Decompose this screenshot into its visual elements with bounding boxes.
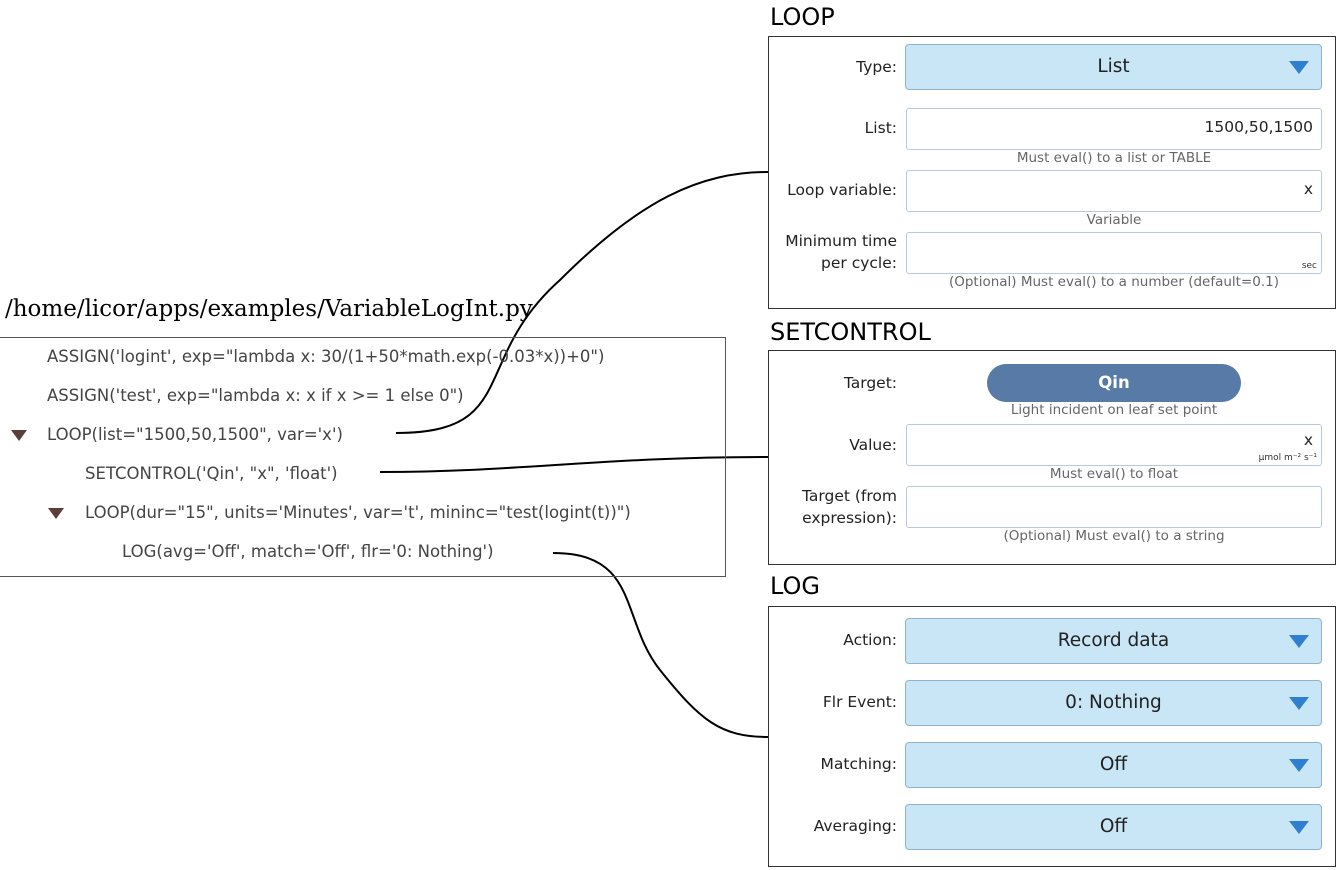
expr-label-line2: expression):: [802, 509, 897, 527]
dropdown-arrow-icon: [1289, 697, 1309, 710]
loop-variable-label: Loop variable:: [787, 181, 897, 199]
list-input[interactable]: 1500,50,1500: [906, 108, 1322, 150]
min-time-input[interactable]: sec: [906, 232, 1322, 274]
list-label: List:: [864, 119, 897, 137]
type-value: List: [1097, 56, 1130, 77]
value-value: x: [1303, 431, 1313, 449]
loop-panel: Type: List List: 1500,50,1500 Must eval(…: [768, 36, 1336, 309]
averaging-label: Averaging:: [813, 817, 897, 835]
matching-label: Matching:: [820, 755, 898, 773]
matching-dropdown[interactable]: Off: [905, 742, 1322, 788]
file-path: /home/licor/apps/examples/VariableLogInt…: [5, 296, 533, 322]
dropdown-arrow-icon: [1289, 821, 1309, 834]
program-line-loop-list[interactable]: LOOP(list="1500,50,1500", var='x'): [47, 425, 343, 444]
flr-event-value: 0: Nothing: [1065, 692, 1162, 713]
value-input[interactable]: x µmol m⁻² s⁻¹: [906, 424, 1322, 466]
flr-event-dropdown[interactable]: 0: Nothing: [905, 680, 1322, 726]
min-time-hint: (Optional) Must eval() to a number (defa…: [948, 274, 1280, 290]
action-dropdown[interactable]: Record data: [905, 618, 1322, 664]
dropdown-arrow-icon: [1289, 759, 1309, 772]
log-panel: Action: Record data Flr Event: 0: Nothin…: [768, 606, 1336, 867]
value-hint: Must eval() to float: [1049, 466, 1179, 482]
averaging-value: Off: [1099, 816, 1128, 837]
min-time-unit: sec: [1301, 261, 1317, 271]
loop-variable-value: x: [1303, 180, 1313, 198]
list-hint: Must eval() to a list or TABLE: [1016, 150, 1212, 166]
min-time-label-line1: Minimum time: [785, 232, 897, 250]
list-value: 1500,50,1500: [1204, 118, 1313, 136]
collapse-triangle-icon[interactable]: [48, 508, 64, 519]
type-dropdown[interactable]: List: [905, 44, 1322, 90]
dropdown-arrow-icon: [1289, 635, 1309, 648]
program-line-assign-test[interactable]: ASSIGN('test', exp="lambda x: x if x >= …: [47, 386, 464, 405]
min-time-label-line2: per cycle:: [821, 254, 897, 272]
expr-label-line1: Target (from: [802, 487, 897, 505]
action-label: Action:: [843, 631, 897, 649]
expr-input[interactable]: [906, 486, 1322, 528]
matching-value: Off: [1099, 754, 1128, 775]
log-panel-title: LOG: [770, 572, 821, 600]
loop-panel-title: LOOP: [770, 3, 835, 31]
program-line-loop-duration[interactable]: LOOP(dur="15", units='Minutes', var='t',…: [85, 503, 631, 522]
setcontrol-panel-title: SETCONTROL: [770, 318, 931, 346]
setcontrol-panel: Target: Qin Light incident on leaf set p…: [768, 350, 1336, 565]
target-label: Target:: [843, 374, 897, 392]
target-hint: Light incident on leaf set point: [1010, 402, 1218, 418]
program-line-assign-logint[interactable]: ASSIGN('logint', exp="lambda x: 30/(1+50…: [47, 347, 605, 366]
connector-log: [552, 552, 769, 738]
action-value: Record data: [1057, 630, 1170, 651]
target-button[interactable]: Qin: [987, 364, 1241, 402]
dropdown-arrow-icon: [1289, 61, 1309, 74]
loop-variable-input[interactable]: x: [906, 170, 1322, 212]
value-label: Value:: [849, 436, 897, 454]
type-label: Type:: [856, 58, 897, 76]
collapse-triangle-icon[interactable]: [11, 430, 27, 441]
loop-variable-hint: Variable: [1086, 212, 1142, 228]
expr-hint: (Optional) Must eval() to a string: [1003, 528, 1225, 544]
program-line-log[interactable]: LOG(avg='Off', match='Off', flr='0: Noth…: [122, 542, 494, 561]
value-unit: µmol m⁻² s⁻¹: [1258, 453, 1317, 463]
flr-event-label: Flr Event:: [822, 693, 897, 711]
program-line-setcontrol[interactable]: SETCONTROL('Qin', "x", 'float'): [85, 464, 338, 483]
averaging-dropdown[interactable]: Off: [905, 804, 1322, 850]
program-tree: ASSIGN('logint', exp="lambda x: 30/(1+50…: [0, 337, 726, 577]
